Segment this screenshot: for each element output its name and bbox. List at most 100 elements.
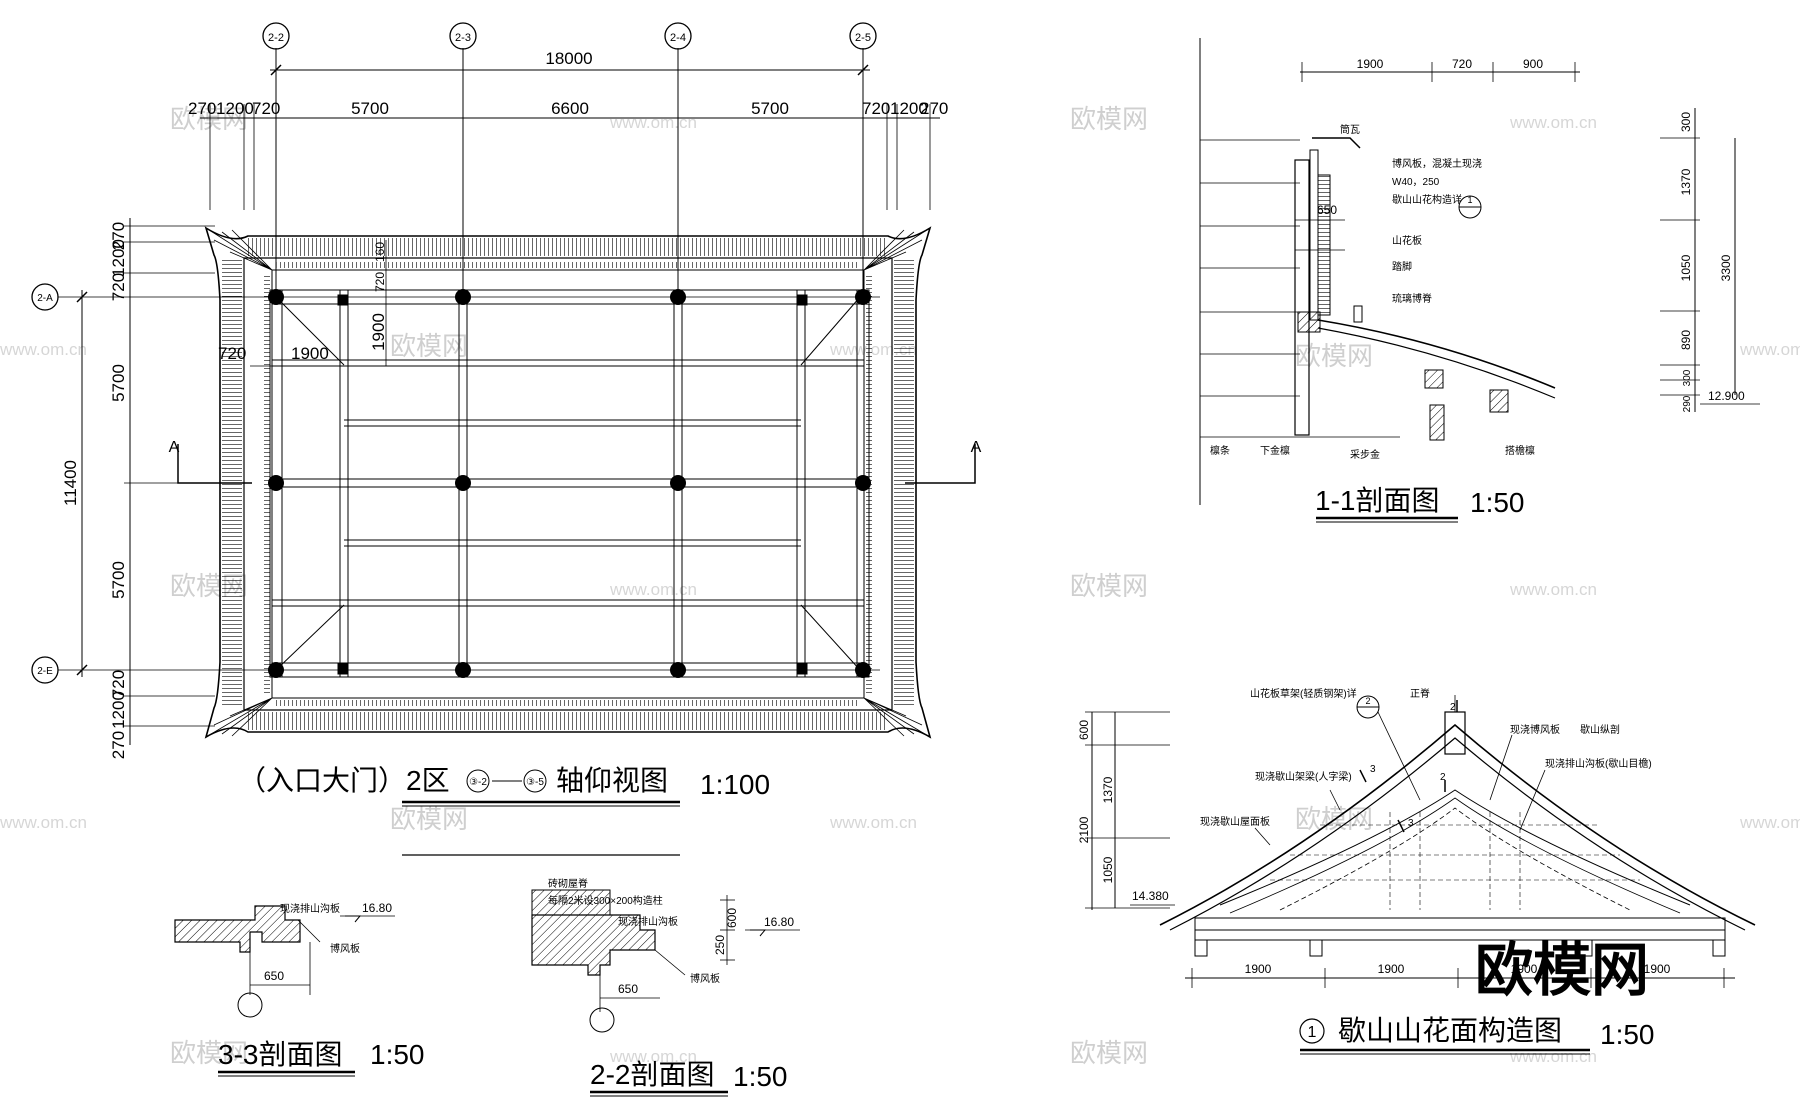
dimension-text: 18000 <box>545 49 592 68</box>
dimension-text: 2100 <box>1077 816 1091 843</box>
dimension-text: 650 <box>264 969 284 983</box>
section-title: 1-1剖面图 <box>1315 485 1439 516</box>
section-title: 歇山山花面构造图 <box>1338 1015 1562 1046</box>
column <box>855 475 871 491</box>
title-axis: ③-5 <box>526 777 544 788</box>
watermark-text: 欧模网 <box>1295 804 1373 834</box>
interior-dimensions: 720 1900 1900 720 160 <box>218 240 388 367</box>
elevation-text: 16.80 <box>764 915 794 929</box>
section-mark-label: A <box>971 439 982 456</box>
dimension-text: 900 <box>1523 57 1543 71</box>
left-dimensions: 11400 270 1200 720 5700 5700 720 1200 27… <box>61 218 215 759</box>
dimension-text: 300 <box>1679 112 1693 132</box>
watermark-text: 欧模网 <box>1070 104 1148 134</box>
column <box>670 662 686 678</box>
watermark-url: www.om.cn <box>1739 340 1800 359</box>
dimension-text: 720 <box>109 273 128 301</box>
dimension-text: 1900 <box>1245 962 1272 976</box>
plan-title: （入口大门）2区 ③-2 ③-5 轴仰视图 1:100 <box>238 765 770 856</box>
dimension-text: 720 <box>862 99 890 118</box>
dimension-text: 270 <box>109 731 128 759</box>
axis-label: 2-E <box>37 666 53 677</box>
column <box>268 289 284 305</box>
callout-label: 下金檩 <box>1260 444 1290 457</box>
dimension-text: 720 <box>252 99 280 118</box>
dimension-text: 300 <box>1682 369 1693 386</box>
callout-label: W40，250 <box>1392 177 1440 188</box>
section-scale: 1:50 <box>1470 487 1525 518</box>
watermark-text: 欧模网 <box>170 1038 248 1068</box>
axis-label: 2-4 <box>670 32 686 44</box>
dimension-text: 1900 <box>1511 962 1538 976</box>
watermark-logo: 欧模网 <box>1475 938 1649 1003</box>
detail-ref: 2 <box>1365 696 1370 706</box>
callout-label: 现浇歇山屋面板 <box>1200 815 1270 828</box>
callout-label: 每隔2米设300×200构造柱 <box>548 894 663 907</box>
column <box>455 475 471 491</box>
axis-bubble <box>31 283 59 311</box>
dimension-text: 5700 <box>109 561 128 599</box>
watermark-url: www.om.cn <box>609 580 697 599</box>
dimension-text: 1200 <box>109 239 128 277</box>
watermark-text: 欧模网 <box>1070 1038 1148 1068</box>
callout-label: 博风板 <box>690 972 720 985</box>
section-title: 2-2剖面图 <box>590 1059 714 1090</box>
dimension-text: 1200 <box>890 99 928 118</box>
gable-detail: 600 1370 1050 2100 14.380 1900 <box>1077 687 1756 1055</box>
watermark-url: www.om.cn <box>609 1047 697 1066</box>
dimension-text: 600 <box>725 908 739 928</box>
watermark-text: 欧模网 <box>1070 571 1148 601</box>
dimension-text: 1370 <box>1101 776 1115 803</box>
title-axis: ③-2 <box>469 777 487 788</box>
section-scale: 1:50 <box>733 1061 788 1092</box>
dimension-text: 600 <box>1077 720 1091 740</box>
dimension-text: 1900 <box>369 313 388 351</box>
dimension-text: 650 <box>618 982 638 996</box>
dimension-text: 890 <box>1679 330 1693 350</box>
axis-label: 2-5 <box>855 32 871 44</box>
dimension-text: 11400 <box>61 460 80 506</box>
dimension-text: 720 <box>373 272 387 292</box>
section-title: 3-3剖面图 <box>218 1039 342 1070</box>
dimension-text: 1050 <box>1679 254 1693 281</box>
column <box>855 662 871 678</box>
dimension-text: 290 <box>1682 395 1693 412</box>
callout-label: 博风板 <box>330 942 360 955</box>
watermark-url: www.om.cn <box>0 813 87 832</box>
callout-label: 现浇博风板 <box>1510 723 1560 736</box>
roof-eave <box>204 226 932 739</box>
section-2-2: 650 250 600 16.80 砖砌屋脊 每隔2米设300×200构造柱 现… <box>531 877 800 1097</box>
watermark-text: 欧模网 <box>390 331 468 361</box>
axis-bubble <box>849 22 877 50</box>
callout-label: 踏脚 <box>1392 260 1412 273</box>
dimension-text: 720 <box>109 670 128 698</box>
column <box>855 289 871 305</box>
dimension-text: 1200 <box>216 99 254 118</box>
section-scale: 1:50 <box>370 1039 425 1070</box>
section-mark-label: A <box>169 439 180 456</box>
watermark-text: 欧模网 <box>390 804 468 834</box>
elevation-text: 12.900 <box>1708 389 1745 403</box>
axis-bubble <box>449 22 477 50</box>
callout-label: 歇山纵剖 <box>1580 723 1620 736</box>
section-scale: 1:50 <box>1600 1019 1655 1050</box>
dimension-text: 1050 <box>1101 856 1115 883</box>
watermark-url: www.om.cn <box>1509 113 1597 132</box>
watermark-layer: 欧模网 欧模网 欧模网 欧模网 欧模网 欧模网 欧模网 欧模网 欧模网 欧模网 … <box>0 104 1800 1068</box>
callout-label: 现浇排山沟板 <box>280 902 340 915</box>
watermark-url: www.om.cn <box>1739 813 1800 832</box>
dimension-text: 250 <box>713 935 727 955</box>
dimension-text: 650 <box>1317 203 1337 217</box>
ref-mark: 2 <box>1450 702 1456 713</box>
dimension-text: 5700 <box>351 99 389 118</box>
dimension-text: 720 <box>1452 57 1472 71</box>
title-suffix: 轴仰视图 <box>556 765 668 796</box>
callout-label: 歇山山花构造详 <box>1392 193 1462 206</box>
dimension-text: 1900 <box>1357 57 1384 71</box>
dimension-text: 5700 <box>109 364 128 402</box>
dimension-text: 1900 <box>1644 962 1671 976</box>
dimension-text: 6600 <box>551 99 589 118</box>
callout-label: 檩条 <box>1210 444 1230 457</box>
dimension-text: 1200 <box>109 691 128 729</box>
column <box>670 289 686 305</box>
